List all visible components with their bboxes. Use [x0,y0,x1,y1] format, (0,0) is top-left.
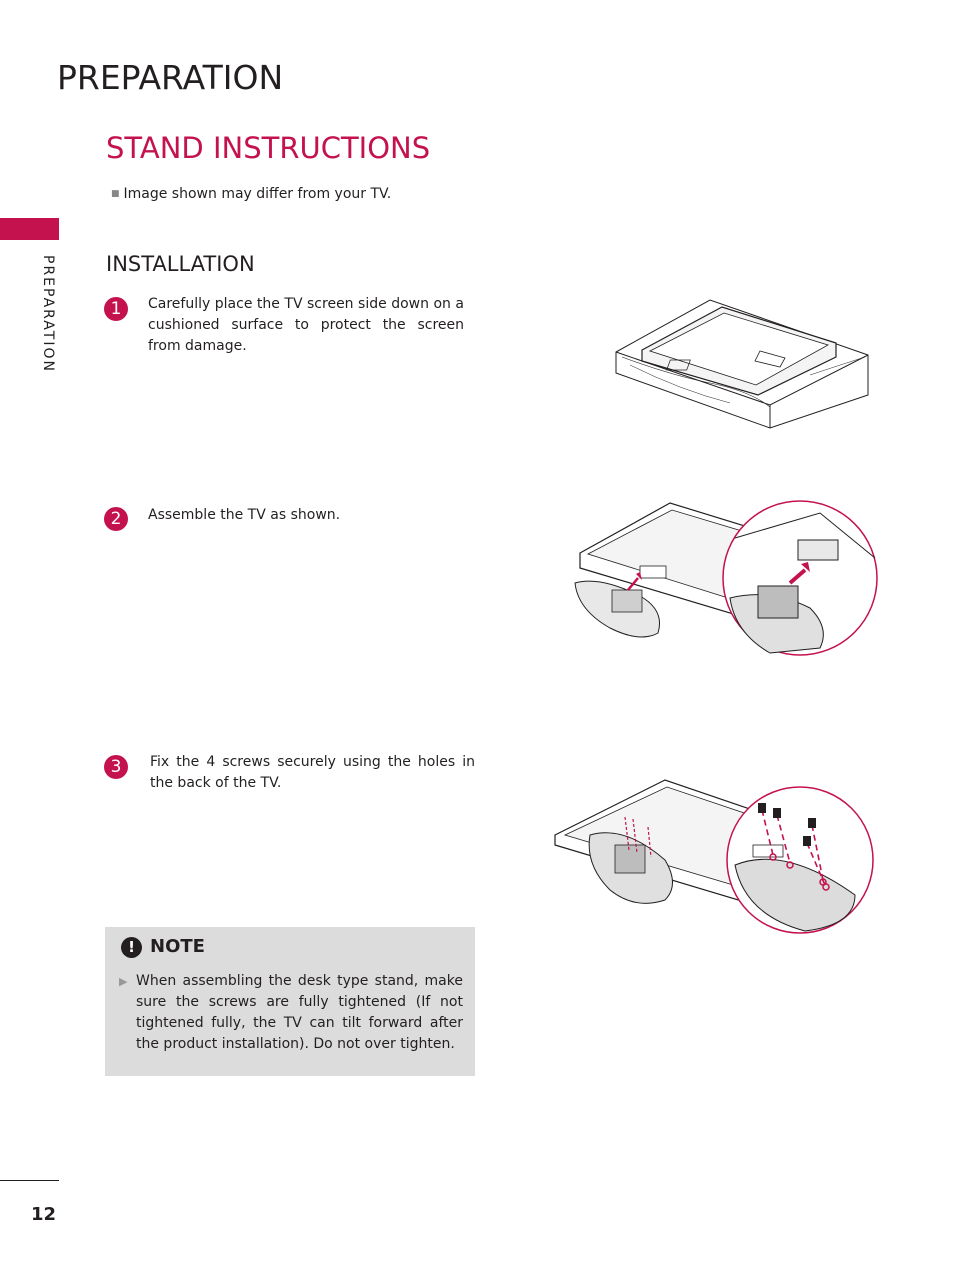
page-header-title: PREPARATION [57,58,284,97]
side-tab-marker [0,218,59,240]
step-2-text: Assemble the TV as shown. [148,507,341,523]
disclaimer-text: Image shown may differ from your TV. [123,186,392,202]
disclaimer: ■Image shown may differ from your TV. [111,186,391,202]
step-1-text: Carefully place the TV screen side down … [148,296,464,354]
step-1-badge: 1 [104,297,128,321]
note-box [105,927,475,1076]
step-3-text: Fix the 4 screws securely using the hole… [150,754,475,791]
installation-subtitle: INSTALLATION [106,252,255,276]
tv-on-cushion-illustration [615,299,869,429]
fix-screws-illustration [554,779,874,934]
footer-rule [0,1180,59,1181]
exclamation-icon: ! [121,937,142,958]
square-bullet-icon: ■ [111,189,120,199]
triangle-bullet-icon: ▶ [119,975,128,988]
note-title: NOTE [150,936,205,957]
side-section-label: PREPARATION [40,255,56,373]
note-text: When assembling the desk type stand, mak… [136,973,463,1052]
assemble-stand-illustration [574,500,878,656]
section-title: STAND INSTRUCTIONS [106,131,431,165]
step-3-badge: 3 [104,755,128,779]
page-number: 12 [31,1204,57,1225]
step-2-badge: 2 [104,507,128,531]
